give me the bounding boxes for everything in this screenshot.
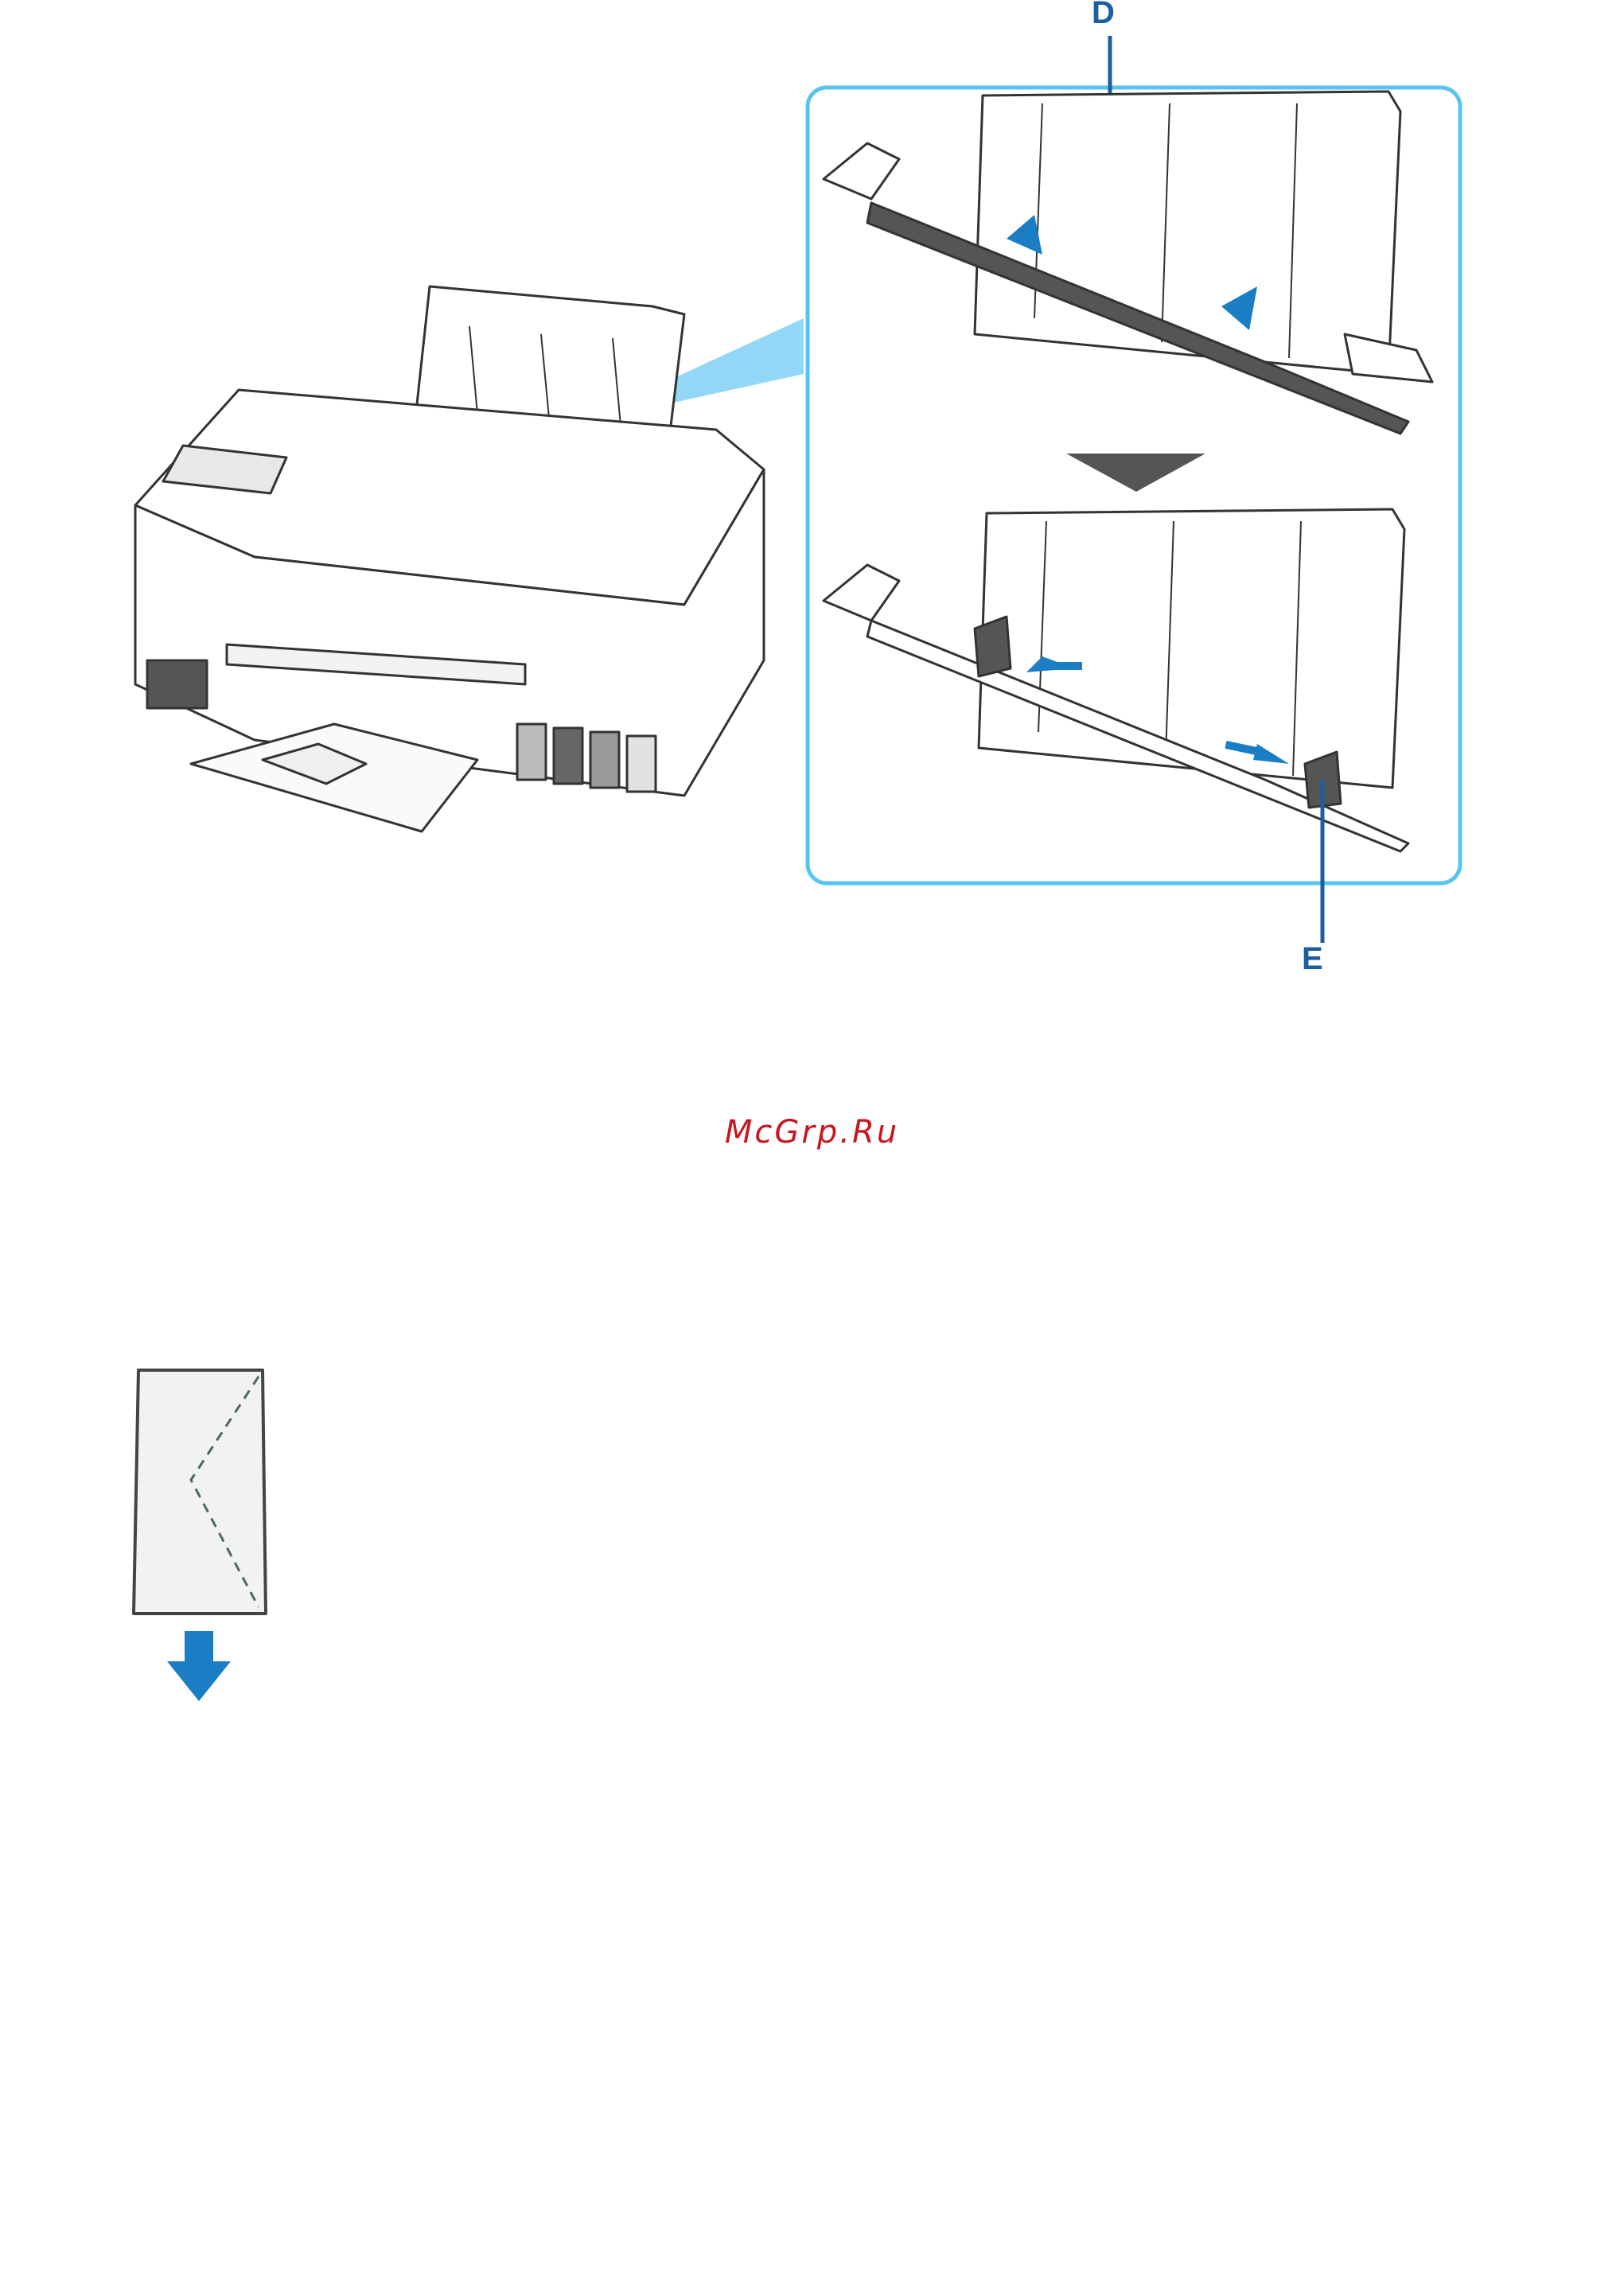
- callout-label-d: D: [1092, 0, 1115, 31]
- envelope-orientation-figure: [127, 1361, 286, 1711]
- callout-label-e: E: [1302, 941, 1323, 977]
- watermark-text: McGrp.Ru: [0, 1114, 1624, 1151]
- arrow-down-icon: [167, 1631, 231, 1701]
- envelope-outline: [134, 1370, 266, 1614]
- printer-illustration: [135, 286, 764, 831]
- printer-loading-figure: [0, 0, 1624, 1003]
